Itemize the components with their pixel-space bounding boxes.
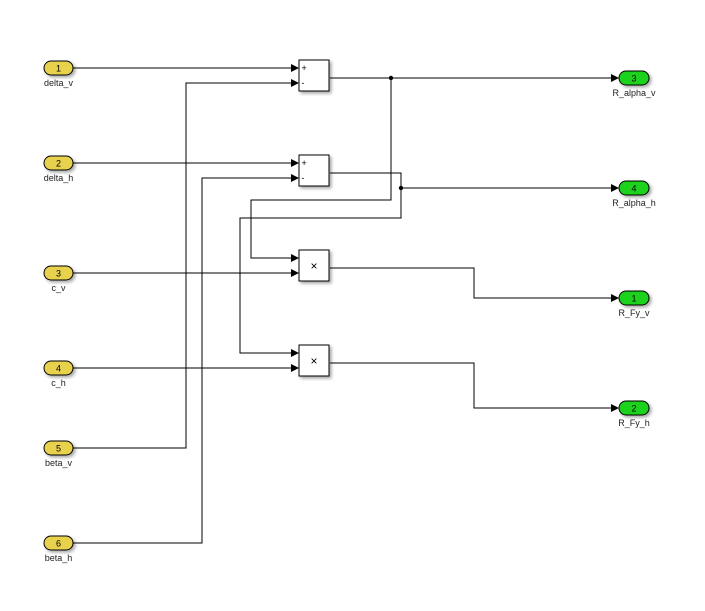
inport-label: c_v [51,283,66,293]
inport-label: delta_v [44,78,74,88]
sign-minus: - [302,78,305,88]
inports: 1 delta_v 2 delta_h 3 c_v 4 c_h 5 beta_v… [43,60,74,563]
outport-number: 4 [631,184,636,194]
inport-label: c_h [51,378,66,388]
outport-shape[interactable] [618,400,650,416]
outport-label: R_Fy_h [618,418,650,428]
inport-beta_h[interactable]: 6 beta_h [43,535,74,563]
wire-sum2-to-R_alpha_h[interactable] [330,172,619,192]
multiply-icon: × [310,259,317,273]
outport-R_Fy_h[interactable]: 2 R_Fy_h [618,400,650,428]
blocks: + - + - × × [298,59,330,377]
outport-R_alpha_h[interactable]: 4 R_alpha_h [612,180,656,208]
wire-sum2-to-prod2[interactable] [239,188,402,357]
outport-number: 2 [631,404,636,414]
outport-R_Fy_v[interactable]: 1 R_Fy_v [618,290,650,318]
inport-number: 6 [56,539,61,549]
multiply-icon: × [310,354,317,368]
sign-minus: - [302,173,305,183]
outport-shape[interactable] [618,180,650,196]
sum-block-2[interactable]: + - [298,154,330,187]
inport-number: 3 [56,269,61,279]
inport-number: 4 [56,364,61,374]
wire-sum1-to-prod1[interactable] [250,78,392,262]
wire-prod2-to-R_Fy_h[interactable] [330,362,619,412]
block-body[interactable] [298,154,330,187]
inport-shape[interactable] [43,535,74,551]
product-block-1[interactable]: × [298,249,330,282]
outport-label: R_alpha_h [612,198,656,208]
sign-plus: + [302,63,307,73]
sum-block-1[interactable]: + - [298,59,330,92]
outport-number: 3 [631,74,636,84]
wire-beta_v-to-sum1[interactable] [73,79,299,449]
product-block-2[interactable]: × [298,344,330,377]
inport-c_h[interactable]: 4 c_h [43,360,74,388]
inport-shape[interactable] [43,60,74,76]
inport-shape[interactable] [43,360,74,376]
outport-shape[interactable] [618,70,650,86]
wires [73,64,619,544]
outport-number: 1 [631,294,636,304]
block-body[interactable] [298,344,330,377]
inport-shape[interactable] [43,440,74,456]
wire-prod1-to-R_Fy_v[interactable] [330,267,619,302]
block-body[interactable] [298,59,330,92]
inport-label: beta_h [45,553,73,563]
outport-R_alpha_v[interactable]: 3 R_alpha_v [612,70,656,98]
branch-point-sum1 [388,75,394,81]
outport-shape[interactable] [618,290,650,306]
inport-label: beta_v [45,458,73,468]
block-body[interactable] [298,249,330,282]
inport-delta_h[interactable]: 2 delta_h [43,155,74,183]
wire-beta_h-to-sum2[interactable] [73,174,299,544]
sign-plus: + [302,158,307,168]
inport-number: 1 [56,64,61,74]
inport-number: 2 [56,159,61,169]
inport-beta_v[interactable]: 5 beta_v [43,440,74,468]
branch-point-sum2 [398,185,404,191]
inport-label: delta_h [44,173,74,183]
outports: 3 R_alpha_v 4 R_alpha_h 1 R_Fy_v 2 R_Fy_… [612,70,656,428]
outport-label: R_alpha_v [612,88,656,98]
inport-shape[interactable] [43,265,74,281]
outport-label: R_Fy_v [618,308,650,318]
inport-delta_v[interactable]: 1 delta_v [43,60,74,88]
inport-c_v[interactable]: 3 c_v [43,265,74,293]
inport-shape[interactable] [43,155,74,171]
inport-number: 5 [56,444,61,454]
